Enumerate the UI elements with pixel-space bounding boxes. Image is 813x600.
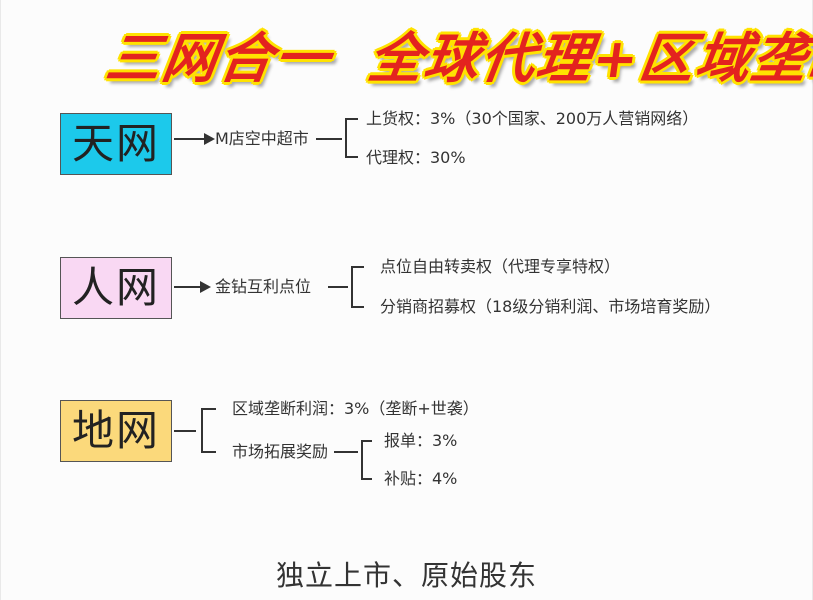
- box-people-net-label: 人网: [71, 263, 160, 312]
- branch-position-resale: 点位自由转卖权（代理专享特权）: [380, 257, 621, 276]
- box-sky-net-label: 天网: [71, 119, 160, 168]
- arrow-head-2: [200, 281, 211, 293]
- bracket-3: [201, 408, 216, 453]
- branch-regional-monopoly: 区域垄断利润：3%（垄断+世袭）: [232, 399, 479, 418]
- arrow-head-1: [204, 133, 215, 145]
- branch-agency-right: 代理权：30%: [366, 148, 466, 167]
- node-m-store: M店空中超市: [215, 129, 309, 148]
- sub-branch-subsidy: 补贴：4%: [384, 469, 458, 488]
- box-sky-net: 天网: [60, 113, 172, 175]
- branch-distributor-recruit: 分销商招募权（18级分销利润、市场培育奖励）: [380, 297, 721, 316]
- bracket-1: [345, 118, 358, 158]
- bracket-3b: [361, 440, 372, 480]
- node-diamond-position: 金钻互利点位: [215, 277, 312, 296]
- box-ground-net: 地网: [60, 400, 172, 462]
- box-ground-net-label: 地网: [71, 406, 160, 455]
- box-people-net: 人网: [60, 257, 172, 319]
- branch-market-expansion: 市场拓展奖励: [232, 442, 329, 461]
- bracket-2: [351, 266, 364, 308]
- branch-listing-right: 上货权：3%（30个国家、200万人营销网络）: [366, 109, 699, 128]
- footer-caption: 独立上市、原始股东: [275, 559, 537, 592]
- sub-branch-declaration: 报单：3%: [384, 431, 458, 450]
